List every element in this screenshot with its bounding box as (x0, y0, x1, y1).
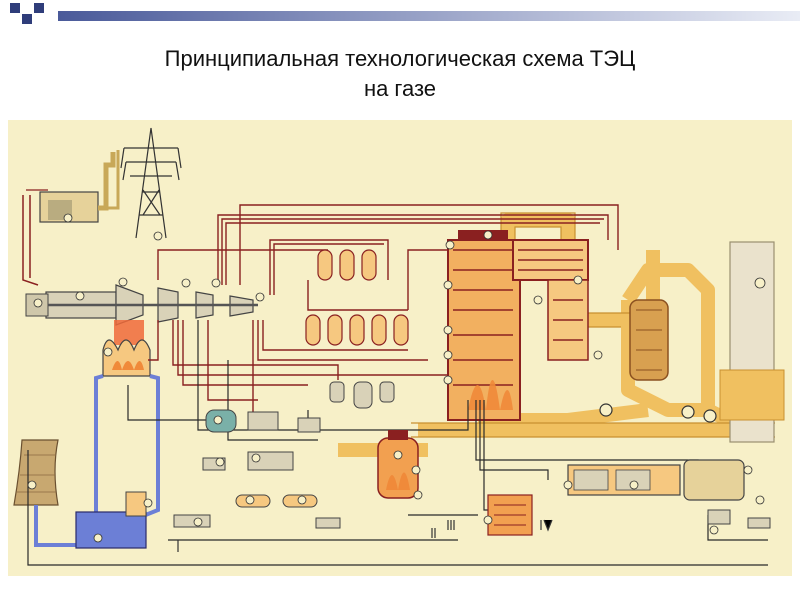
chimney-label (754, 277, 766, 289)
boiler (447, 230, 589, 421)
title-line-2: на газе (363, 76, 437, 101)
chimney (719, 241, 785, 443)
page-title: Принципиальная технологическая схема ТЭЦ… (0, 44, 800, 104)
air-heater (629, 299, 669, 381)
condenser (102, 339, 151, 377)
cooling-basin (75, 491, 147, 549)
header-square (22, 14, 32, 24)
power-tower-icon (120, 127, 182, 239)
low-pressure-heaters (305, 249, 409, 346)
flame-icon (468, 380, 513, 410)
number-callouts (27, 213, 765, 543)
steam-pipes (148, 204, 619, 421)
roman-markers (177, 519, 553, 552)
deaerator (377, 430, 419, 499)
flame-icon (386, 472, 410, 490)
water-treatment (487, 459, 745, 536)
flame-icon (112, 361, 144, 370)
generator-transformer (22, 150, 120, 286)
cooling-tower (13, 439, 59, 506)
header-square (34, 3, 44, 13)
tpp-scheme-diagram (8, 120, 792, 576)
title-line-1: Принципиальная технологическая схема ТЭЦ (164, 46, 636, 71)
header-decoration (10, 3, 800, 24)
header-bar (58, 11, 800, 21)
turbine (25, 284, 258, 345)
header-square (10, 3, 20, 13)
feed-water-pipes (27, 320, 768, 566)
fan-icon (599, 403, 717, 423)
